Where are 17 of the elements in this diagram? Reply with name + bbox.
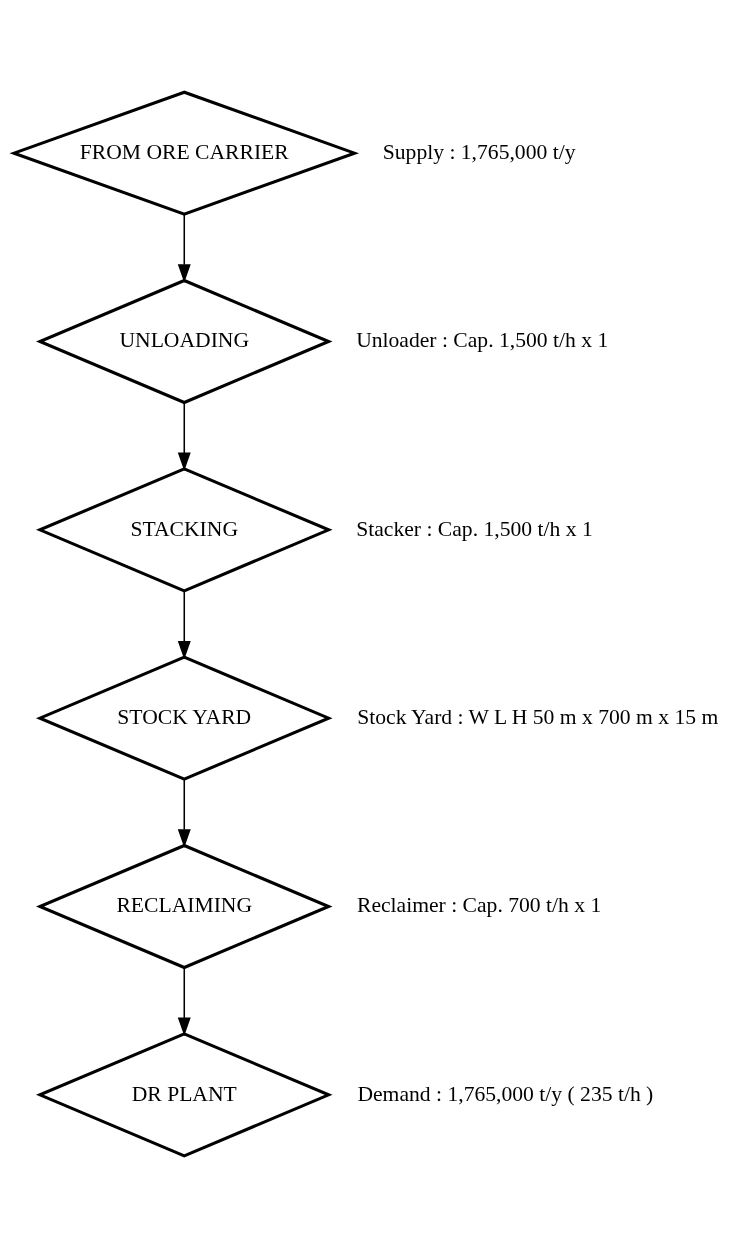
- node-diamond: STACKING: [35, 466, 333, 592]
- arrow: [177, 213, 191, 283]
- node-diamond: RECLAIMING: [35, 843, 333, 969]
- node-label: Demand : 1,765,000 t/y ( 235 t/h ): [357, 1081, 654, 1106]
- arrow: [177, 966, 191, 1036]
- node-label: Stock Yard : W L H 50 m x 700 m x 15 m: [357, 704, 719, 729]
- node-label: Stacker : Cap. 1,500 t/h x 1: [356, 516, 593, 541]
- node-diamond: UNLOADING: [35, 278, 333, 404]
- node-label: Reclaimer : Cap. 700 t/h x 1: [356, 892, 602, 917]
- arrow: [177, 778, 191, 848]
- arrow: [177, 589, 191, 659]
- node-label: Unloader : Cap. 1,500 t/h x 1: [356, 327, 609, 352]
- node-label: Supply : 1,765,000 t/y: [382, 139, 576, 164]
- arrow: [177, 401, 191, 471]
- node-diamond: STOCK YARD: [35, 655, 333, 781]
- node-diamond: DR PLANT: [35, 1031, 333, 1157]
- node-diamond: FROM ORE CARRIER: [9, 90, 360, 216]
